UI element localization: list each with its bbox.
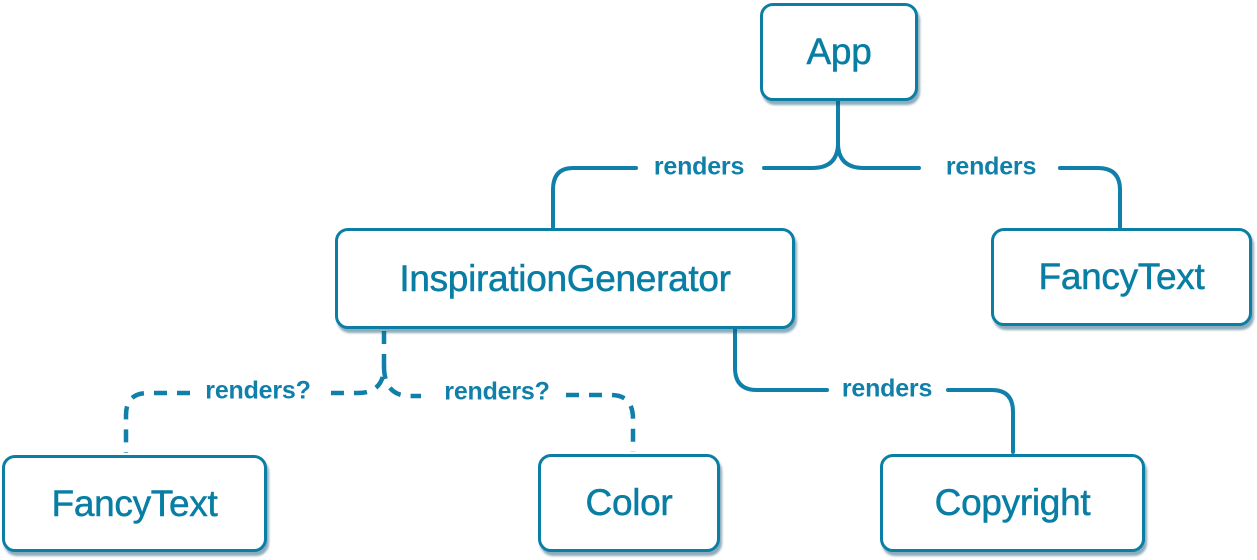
node-inspiration-generator-label: InspirationGenerator (399, 257, 731, 299)
edge-inspirationgenerator-copyright (733, 327, 1015, 454)
node-copyright: Copyright (880, 454, 1145, 552)
node-inspiration-generator: InspirationGenerator (335, 228, 795, 329)
edge-inspirationgenerator-fancytext-segment-2 (123, 390, 190, 453)
edge-inspirationgenerator-copyright-segment-2 (946, 388, 1015, 454)
edge-label-app-fancytext: renders (945, 152, 1037, 181)
edge-app-fancytext (836, 99, 1122, 229)
node-color: Color (538, 454, 720, 552)
node-fancy-text-bottom-label: FancyText (51, 482, 218, 524)
edge-label-inspirationgenerator-fancytext: renders? (205, 376, 311, 405)
edge-app-inspirationgenerator-segment-1 (762, 99, 840, 170)
edge-app-inspirationgenerator-segment-2 (551, 166, 638, 229)
node-fancy-text-top: FancyText (991, 228, 1252, 326)
edge-inspirationgenerator-color-segment-1 (381, 365, 421, 399)
edge-label-inspirationgenerator-copyright: renders (841, 374, 933, 403)
node-copyright-label: Copyright (934, 482, 1091, 524)
edge-inspirationgenerator-color-segment-2 (566, 392, 636, 452)
node-fancy-text-top-label: FancyText (1038, 256, 1205, 298)
edge-inspirationgenerator-color-dashed (381, 365, 636, 452)
node-fancy-text-bottom: FancyText (2, 455, 267, 552)
node-app: App (760, 3, 918, 101)
edge-app-fancytext-segment-1 (836, 99, 921, 170)
edge-inspirationgenerator-fancytext-segment-1 (325, 331, 387, 396)
edge-label-inspirationgenerator-color: renders? (444, 377, 550, 406)
edge-label-app-inspirationgenerator: renders (653, 152, 745, 181)
edge-app-fancytext-segment-2 (1058, 166, 1122, 229)
node-app-label: App (806, 31, 872, 73)
node-color-label: Color (585, 482, 673, 524)
edge-inspirationgenerator-copyright-segment-1 (733, 327, 829, 392)
